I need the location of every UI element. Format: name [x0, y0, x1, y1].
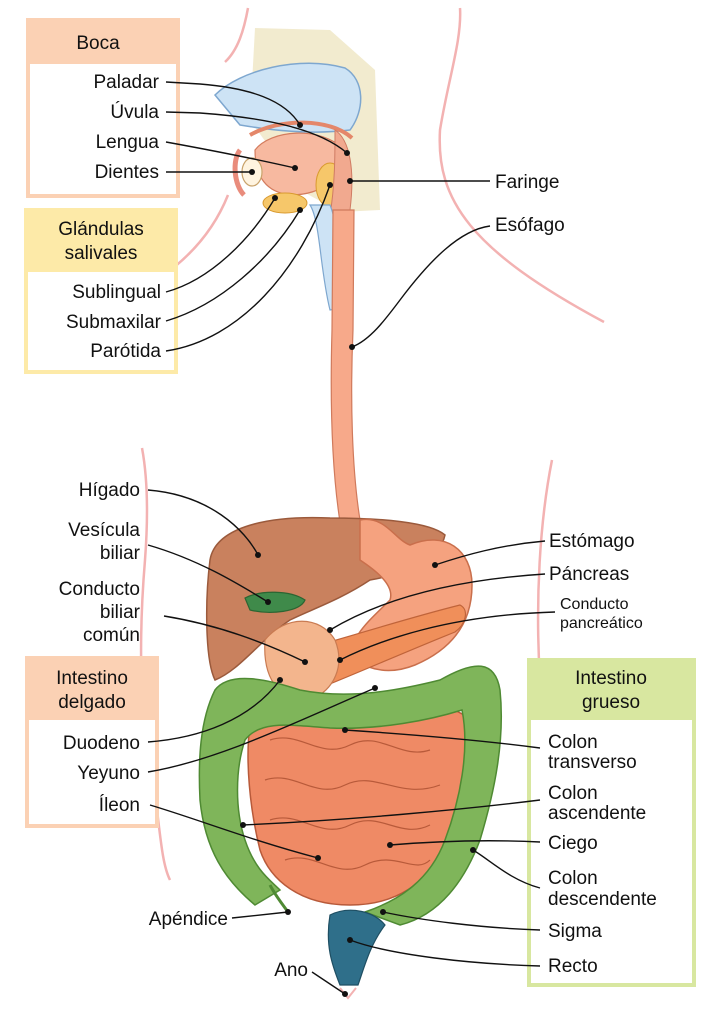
group-small-intestine-title-1: Intestino — [56, 668, 128, 689]
colon-organ — [198, 665, 503, 926]
label-duodeno: Duodeno — [63, 733, 140, 754]
label-conducto-biliar-2: biliar — [100, 602, 141, 623]
label-ciego: Ciego — [548, 833, 598, 854]
label-colon-transverso-1: Colon — [548, 732, 598, 753]
label-lengua: Lengua — [96, 132, 160, 153]
group-large-intestine-title-2: grueso — [582, 692, 640, 713]
label-vesicula-1: Vesícula — [68, 520, 140, 541]
label-colon-descendente-2: descendente — [548, 889, 657, 910]
label-conducto-pancreatico-2: pancreático — [560, 615, 643, 632]
label-vesicula-2: biliar — [100, 543, 141, 564]
label-higado: Hígado — [79, 480, 140, 501]
label-ano: Ano — [274, 960, 308, 981]
group-small-intestine-title-2: delgado — [58, 692, 126, 713]
group-mouth-box: Boca — [26, 18, 180, 198]
label-yeyuno: Yeyuno — [77, 763, 140, 784]
labels-left: Paladar Úvula Lengua Dientes Sublingual … — [59, 72, 308, 981]
leader-lines — [147, 81, 556, 997]
label-sigma: Sigma — [548, 921, 602, 942]
label-faringe: Faringe — [495, 172, 559, 193]
rectum-organ — [327, 909, 386, 986]
group-salivary-title-2: salivales — [65, 243, 138, 264]
label-ileon: Íleon — [99, 795, 140, 816]
label-conducto-biliar-1: Conducto — [59, 579, 140, 600]
nasal-cavity — [213, 62, 362, 133]
label-colon-descendente-1: Colon — [548, 868, 598, 889]
small-intestine-folds — [264, 737, 441, 870]
label-paladar: Paladar — [94, 72, 160, 93]
label-conducto-biliar-3: común — [83, 625, 140, 646]
label-colon-ascendente-1: Colon — [548, 783, 598, 804]
group-salivary-box: Glándulas salivales — [24, 208, 178, 374]
group-large-intestine-box: Intestino grueso — [527, 658, 696, 987]
group-salivary-title-1: Glándulas — [58, 219, 144, 240]
labels-right: Faringe Esófago Estómago Páncreas Conduc… — [495, 172, 657, 977]
label-sublingual: Sublingual — [72, 282, 161, 303]
anus-lines — [339, 987, 357, 1000]
esophagus-organ — [330, 209, 361, 523]
group-mouth-title: Boca — [76, 33, 120, 54]
label-apendice: Apéndice — [149, 909, 228, 930]
label-submaxilar: Submaxilar — [66, 312, 162, 333]
palate-organ — [249, 120, 354, 140]
label-uvula: Úvula — [110, 101, 159, 123]
label-dientes: Dientes — [95, 162, 159, 183]
label-recto: Recto — [548, 956, 598, 977]
label-estomago: Estómago — [549, 531, 635, 552]
label-esofago: Esófago — [495, 215, 565, 236]
group-small-intestine-box: Intestino delgado — [25, 656, 159, 828]
group-large-intestine-title-1: Intestino — [575, 668, 647, 689]
label-colon-transverso-2: transverso — [548, 752, 637, 773]
label-colon-ascendente-2: ascendente — [548, 803, 646, 824]
label-pancreas: Páncreas — [549, 564, 629, 585]
label-parotida: Parótida — [90, 341, 161, 362]
label-conducto-pancreatico-1: Conducto — [560, 596, 629, 613]
